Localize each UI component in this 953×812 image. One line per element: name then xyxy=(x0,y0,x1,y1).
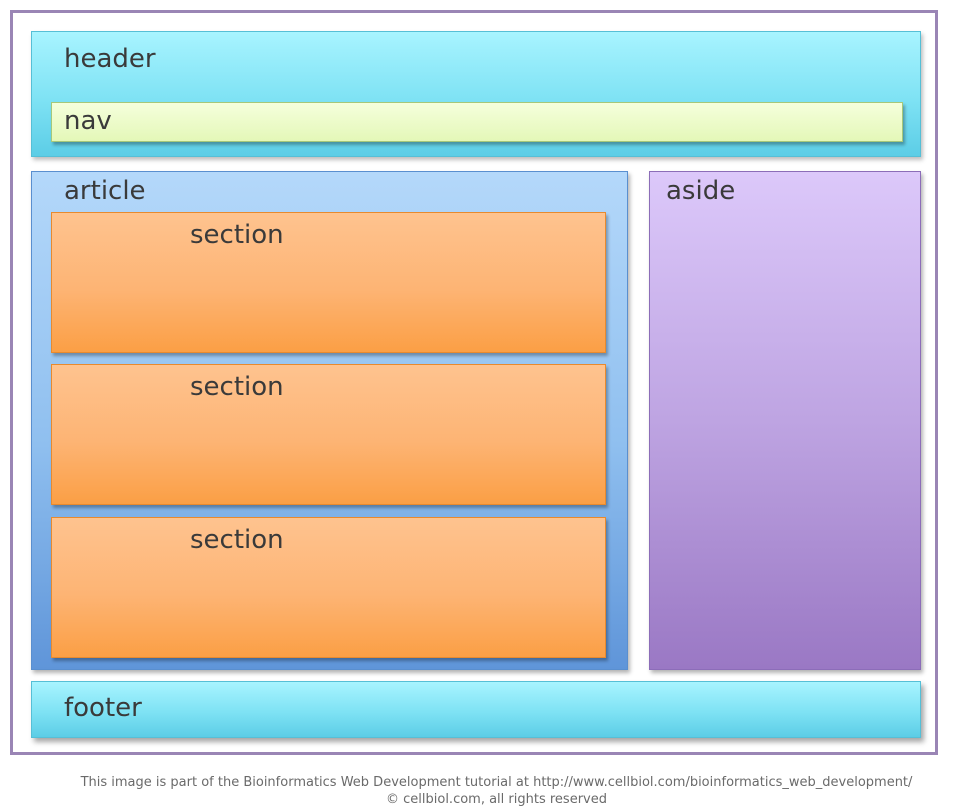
section-block-2: section xyxy=(51,364,606,505)
article-label: article xyxy=(64,176,146,206)
aside-block: aside xyxy=(649,171,921,670)
section-label-1: section xyxy=(190,220,284,250)
footer-block: footer xyxy=(31,681,921,738)
credit-line-copyright: © cellbiol.com, all rights reserved xyxy=(386,792,607,807)
aside-label: aside xyxy=(666,176,736,206)
section-block-3: section xyxy=(51,517,606,658)
section-label-2: section xyxy=(190,372,284,402)
nav-label: nav xyxy=(64,106,112,136)
section-block-1: section xyxy=(51,212,606,353)
nav-block: nav xyxy=(51,102,903,142)
header-label: header xyxy=(64,44,156,74)
credit-line-tutorial: This image is part of the Bioinformatics… xyxy=(80,775,913,790)
footer-label: footer xyxy=(64,693,142,723)
section-label-3: section xyxy=(190,525,284,555)
